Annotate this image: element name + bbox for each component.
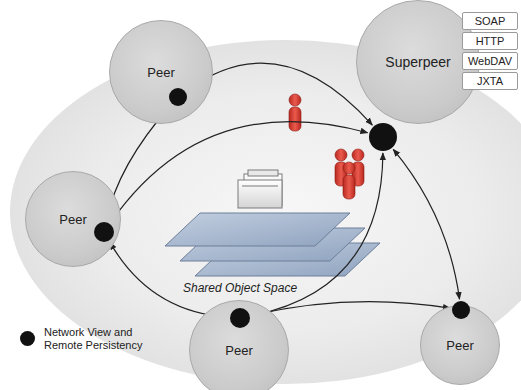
connection-arrow	[110, 242, 228, 317]
node-text: JXTA	[477, 75, 503, 87]
folder-icon	[238, 170, 282, 208]
node-text: Peer	[446, 338, 473, 353]
network-view-dot	[230, 308, 250, 328]
node-text: HTTP	[476, 35, 505, 47]
node-text: SOAP	[475, 15, 506, 27]
protocol-box: JXTA	[462, 72, 518, 90]
connection-arrow	[187, 63, 372, 125]
network-view-dot	[169, 88, 187, 106]
node-text: Peer	[225, 343, 252, 358]
node-text: Superpeer	[385, 54, 450, 70]
node-text: Peer	[147, 65, 174, 80]
connection-arrow	[393, 149, 459, 299]
connection-arrow	[111, 122, 368, 223]
protocol-box: HTTP	[462, 32, 518, 50]
person-group-icon	[335, 149, 364, 199]
node-text: WebDAV	[468, 55, 512, 67]
area-label: Shared Object Space	[183, 281, 297, 295]
network-view-dot	[452, 301, 470, 319]
protocol-box: SOAP	[462, 12, 518, 30]
peer-circle: Peer	[189, 300, 289, 390]
network-view-dot	[94, 222, 114, 242]
node-text: Peer	[59, 212, 86, 227]
object-space-planes	[165, 213, 380, 276]
legend-swatch	[20, 331, 35, 346]
connection-arrow	[252, 302, 450, 316]
legend-text: Network View and Remote Persistency	[44, 326, 162, 352]
peer-circle: Peer	[109, 20, 213, 124]
peer-circle: Peer	[25, 171, 121, 267]
person-icon	[289, 94, 301, 131]
network-view-dot	[369, 123, 397, 151]
protocol-box: WebDAV	[462, 52, 518, 70]
peer-circle: Peer	[420, 305, 500, 385]
